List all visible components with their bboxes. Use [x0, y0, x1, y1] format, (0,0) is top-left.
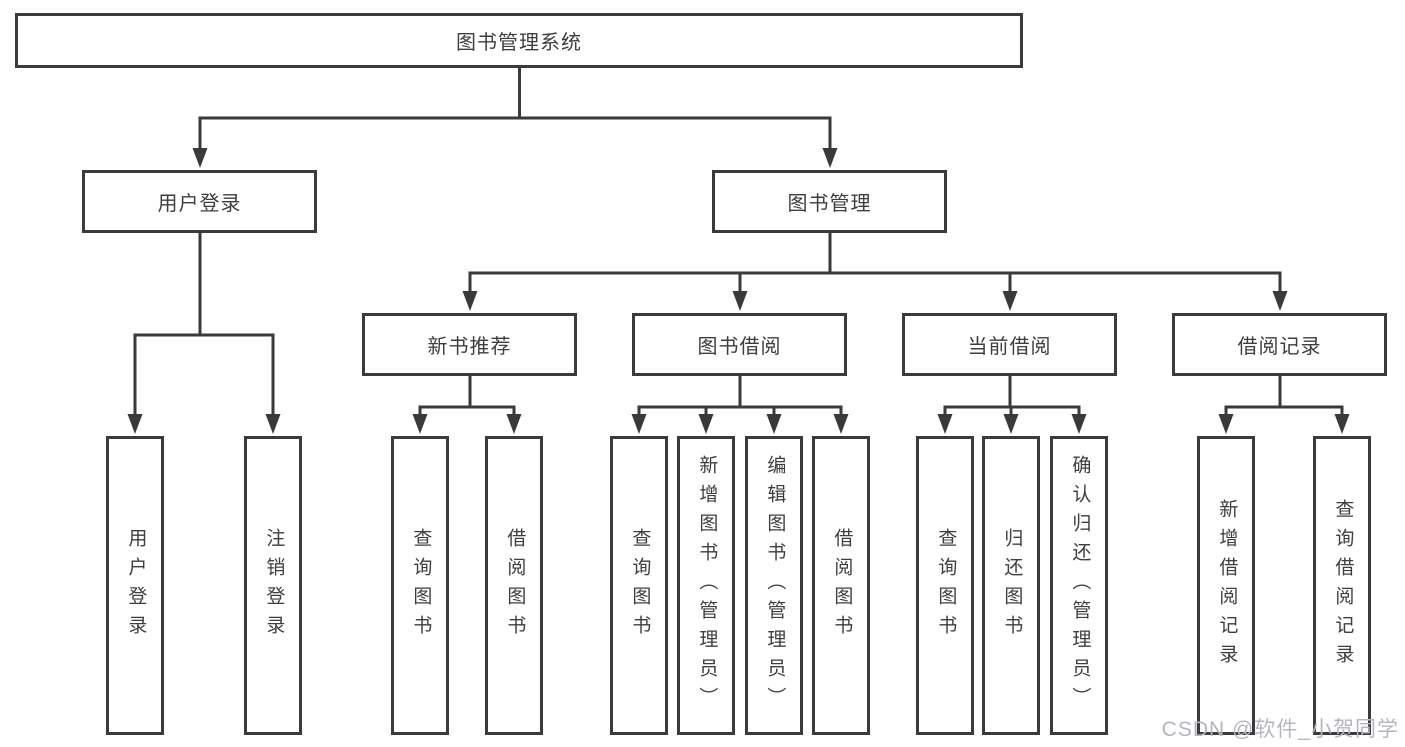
node-add-borrow-record: 新增借阅记录	[1197, 436, 1255, 735]
node-borrowing-records: 借阅记录	[1172, 313, 1387, 376]
node-confirm-return-admin: 确认归还（管理员）	[1050, 436, 1108, 735]
node-query-borrow-record: 查询借阅记录	[1313, 436, 1371, 735]
node-return-books: 归还图书	[982, 436, 1040, 735]
node-new-book-recommend: 新书推荐	[362, 313, 577, 376]
node-add-books-admin: 新增图书（管理员）	[677, 436, 735, 735]
node-user-login-leaf: 用户登录	[106, 436, 164, 735]
node-user-login: 用户登录	[82, 170, 317, 233]
node-logout: 注销登录	[244, 436, 302, 735]
node-book-management: 图书管理	[712, 170, 947, 233]
node-query-books-recommend: 查询图书	[391, 436, 449, 735]
node-query-books-borrowing: 查询图书	[610, 436, 668, 735]
node-borrow-books-borrowing: 借阅图书	[812, 436, 870, 735]
csdn-watermark: CSDN @软件_小贺同学	[1161, 718, 1399, 741]
node-current-borrowing: 当前借阅	[902, 313, 1117, 376]
node-book-borrowing: 图书借阅	[632, 313, 847, 376]
node-borrow-books-recommend: 借阅图书	[485, 436, 543, 735]
node-library-management-system: 图书管理系统	[15, 13, 1023, 68]
node-query-books-current: 查询图书	[916, 436, 974, 735]
node-edit-books-admin: 编辑图书（管理员）	[745, 436, 803, 735]
